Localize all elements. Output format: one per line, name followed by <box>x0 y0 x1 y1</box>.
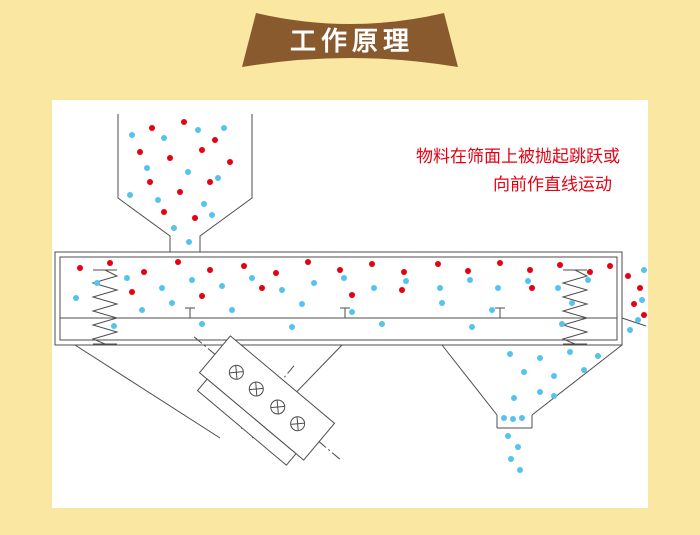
discharge-particles-blue <box>627 267 647 333</box>
banner-ribbon: 工作原理 <box>240 7 460 75</box>
bolt-icon <box>248 381 264 397</box>
deck-support <box>495 307 505 318</box>
banner-ribbon-shape <box>242 13 458 67</box>
funnel-particles-blue <box>501 349 601 473</box>
screen-particles-blue <box>73 275 591 330</box>
caption-line-1: 物料在筛面上被抛起跳跃或 <box>416 147 620 166</box>
banner-title: 工作原理 <box>290 26 414 56</box>
deck-support <box>340 307 350 318</box>
caption-line-2: 向前作直线运动 <box>493 175 612 194</box>
discharge-chute <box>496 415 533 429</box>
screen-particles-red <box>77 259 613 299</box>
banner-svg: 工作原理 <box>242 13 458 67</box>
feed-hopper <box>117 114 253 252</box>
bolt-icon <box>270 399 286 415</box>
bolt-icon <box>290 416 306 432</box>
bolt-icon <box>228 364 244 380</box>
deck-support <box>185 307 195 318</box>
discharge-particles-red <box>625 273 647 318</box>
diagram-panel: 物料在筛面上被抛起跳跃或 向前作直线运动 <box>52 100 648 508</box>
vibrator-motor <box>193 335 341 466</box>
diagram-svg: 物料在筛面上被抛起跳跃或 向前作直线运动 <box>54 114 647 473</box>
screen-body <box>54 251 647 346</box>
discharge-lip <box>621 317 647 327</box>
discharge-funnel <box>441 344 623 429</box>
motor-base-flange <box>196 378 297 466</box>
hopper-particles-blue <box>127 125 227 245</box>
hopper-particles-red <box>137 119 233 221</box>
right-spring <box>561 269 589 345</box>
